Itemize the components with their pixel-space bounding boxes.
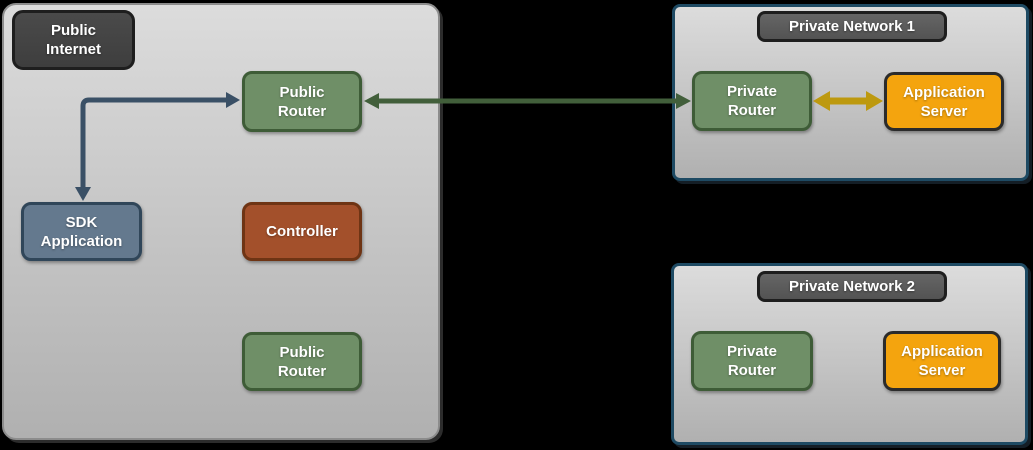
private-network-2-badge: Private Network 2 [757, 271, 947, 302]
private-network-2-container: Private Network 2 Private Router Applica… [671, 263, 1028, 445]
node-public-router-top: Public Router [242, 71, 362, 132]
node-pn2-application-server: Application Server [883, 331, 1001, 391]
node-public-router-bottom: Public Router [242, 332, 362, 391]
public-internet-badge: Public Internet [12, 10, 135, 70]
node-pn1-private-router: Private Router [692, 71, 812, 131]
node-pn2-private-router: Private Router [691, 331, 813, 391]
public-internet-container: Public Internet Public Router SDK Applic… [2, 3, 440, 440]
private-network-1-container: Private Network 1 Private Router Applica… [672, 4, 1029, 181]
node-sdk-application: SDK Application [21, 202, 142, 261]
node-controller: Controller [242, 202, 362, 261]
node-pn1-application-server: Application Server [884, 72, 1004, 131]
private-network-1-badge: Private Network 1 [757, 11, 947, 42]
